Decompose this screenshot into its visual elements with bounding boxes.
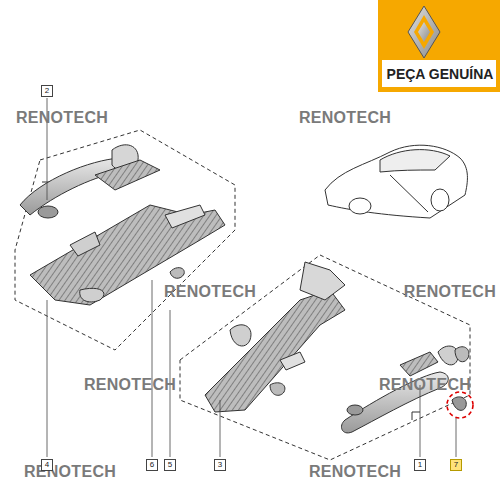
badge-text: PEÇA GENUÍNA — [387, 67, 494, 81]
watermark: RENOTECH — [299, 110, 391, 126]
watermark: RENOTECH — [404, 284, 496, 300]
watermark: RENOTECH — [16, 110, 108, 126]
watermark: RENOTECH — [309, 464, 401, 480]
watermark: RENOTECH — [164, 284, 256, 300]
callout-number: 3 — [214, 459, 226, 471]
callout-number: 2 — [41, 85, 53, 97]
watermark: RENOTECH — [84, 377, 176, 393]
callout-number: 1 — [414, 459, 426, 471]
callout-number: 4 — [41, 459, 53, 471]
watermark: RENOTECH — [24, 464, 116, 480]
callout-number: 5 — [164, 459, 176, 471]
callout-number: 7 — [450, 459, 462, 471]
callout-number: 6 — [146, 459, 158, 471]
watermark: RENOTECH — [379, 377, 471, 393]
